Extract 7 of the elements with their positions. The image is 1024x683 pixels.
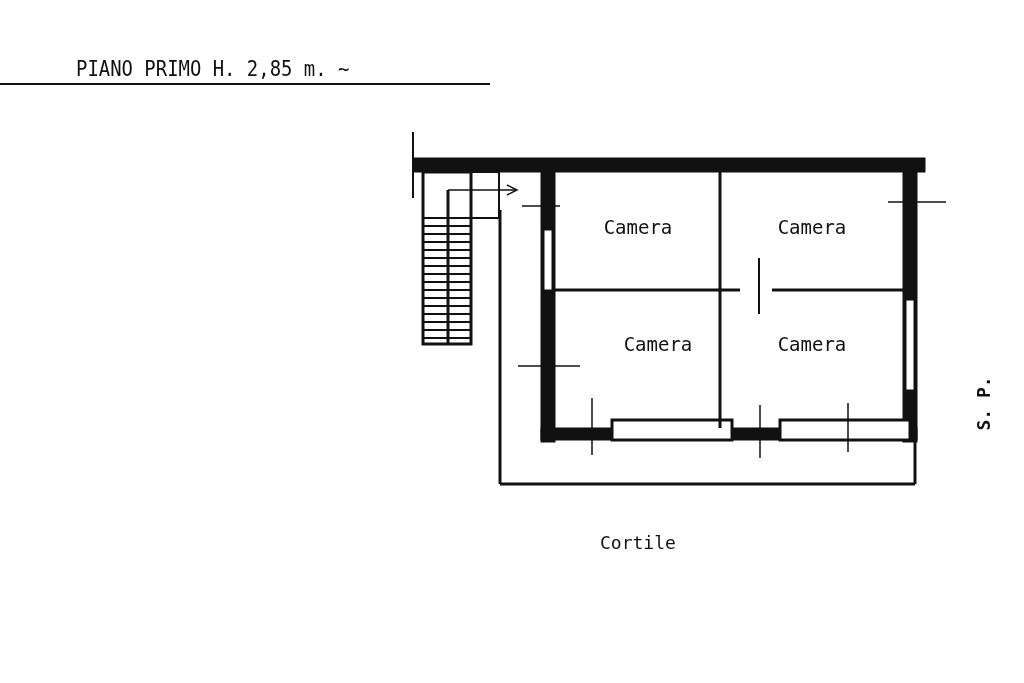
room-label: Camera	[777, 216, 847, 238]
room-label: Camera	[623, 333, 693, 355]
room-label: Camera	[603, 216, 673, 238]
room-label: Camera	[777, 333, 847, 355]
courtyard-label: Cortile	[600, 532, 676, 553]
road-label: S. P.	[972, 376, 994, 431]
plan-title: PIANO PRIMO H. 2,85 m. ~	[76, 56, 350, 81]
